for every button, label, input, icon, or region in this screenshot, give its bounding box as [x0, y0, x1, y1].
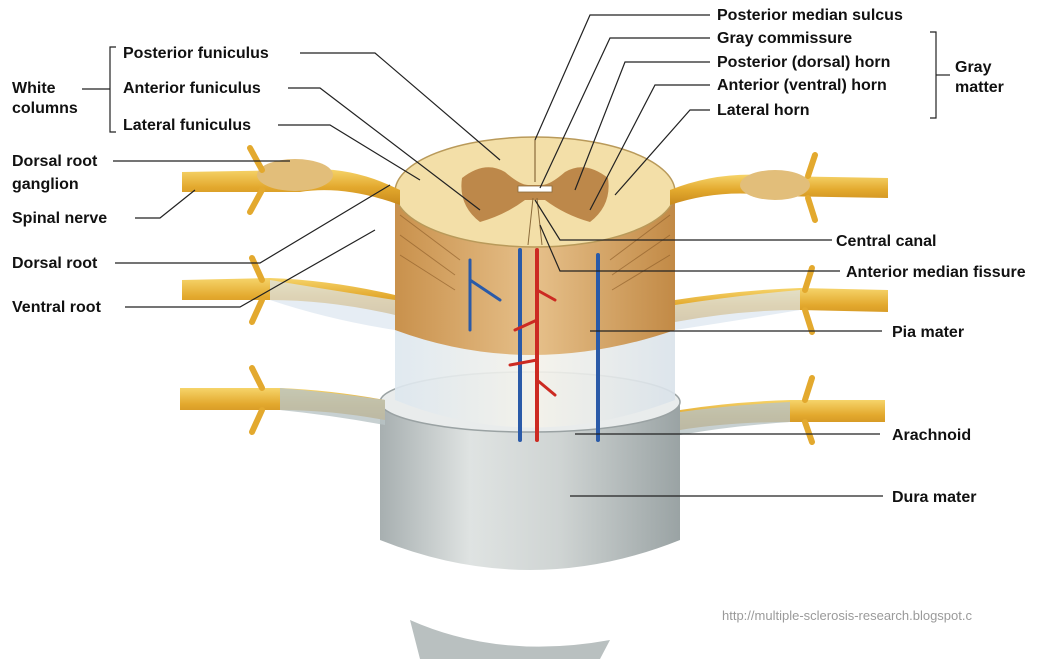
posterior-funiculus-label: Posterior funiculus [123, 45, 269, 62]
anterior-median-fissure-label: Anterior median fissure [846, 264, 1026, 281]
posterior-horn-label: Posterior (dorsal) horn [717, 54, 890, 71]
dura-mater-label: Dura mater [892, 489, 976, 506]
central-canal-label: Central canal [836, 233, 936, 250]
anterior-horn-label: Anterior (ventral) horn [717, 77, 887, 94]
dorsal-root-ganglion-label-2: ganglion [12, 176, 79, 193]
lateral-horn-label: Lateral horn [717, 102, 809, 119]
ventral-root-label: Ventral root [12, 299, 102, 316]
dorsal-root-label: Dorsal root [12, 255, 98, 272]
spinal-nerve-label: Spinal nerve [12, 210, 107, 227]
lateral-funiculus-label: Lateral funiculus [123, 117, 251, 134]
white-columns-label-1: White [12, 80, 56, 97]
gray-commissure-label: Gray commissure [717, 30, 852, 47]
arachnoid-label: Arachnoid [892, 427, 971, 444]
source-url: http://multiple-sclerosis-research.blogs… [722, 608, 972, 623]
dorsal-root-ganglion-label-1: Dorsal root [12, 153, 98, 170]
white-columns-label-2: columns [12, 100, 78, 117]
left-spinal-nerves [180, 148, 400, 432]
cord-cross-section [395, 137, 675, 247]
anterior-funiculus-label: Anterior funiculus [123, 80, 261, 97]
pia-mater-label: Pia mater [892, 324, 964, 341]
posterior-median-sulcus-label: Posterior median sulcus [717, 7, 903, 24]
gray-matter-label-2: matter [955, 79, 1004, 96]
right-spinal-nerves [670, 155, 888, 442]
gray-matter-label-1: Gray [955, 59, 992, 76]
